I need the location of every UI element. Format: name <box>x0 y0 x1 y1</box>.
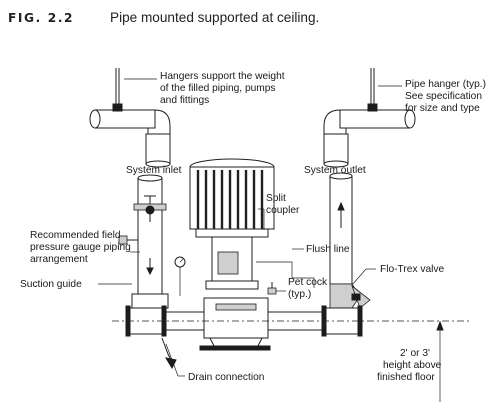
height-label-line-1: 2' or 3' <box>400 348 430 359</box>
pump-motor <box>189 158 275 290</box>
height-label-line-3: finished floor <box>377 372 435 383</box>
flo-trex-valve-label: Flo-Trex valve <box>380 264 444 275</box>
hangers-label-line-3: and fittings <box>160 95 209 106</box>
drain <box>161 337 177 370</box>
main-line <box>112 297 470 351</box>
height-label-line-2: height above <box>383 360 442 371</box>
drain-connection-label: Drain connection <box>188 372 264 383</box>
pipe-hanger-label-line-1: Pipe hanger (typ.) <box>405 79 486 90</box>
leader-lines <box>98 78 444 402</box>
inlet-piping <box>118 174 169 309</box>
outlet-piping <box>329 172 371 309</box>
pipe-hanger-label-line-2: See specification <box>405 91 482 102</box>
flush-line-label: Flush line <box>306 244 350 255</box>
split-coupler-label-line-1: Split <box>266 193 286 204</box>
callout-labels: Hangers support the weight of the filled… <box>20 71 486 383</box>
split-coupler-label-line-2: coupler <box>266 205 300 216</box>
hangers-label-line-2: of the filled piping, pumps <box>160 83 276 94</box>
left-ceiling-pipe <box>89 68 171 168</box>
suction-guide-label: Suction guide <box>20 279 82 290</box>
figure-label: FIG. 2.2 <box>8 11 74 25</box>
figure-title: Pipe mounted supported at ceiling. <box>110 10 319 25</box>
pipe-hanger-label-line-3: for size and type <box>405 103 480 114</box>
system-inlet-label: System inlet <box>126 165 182 176</box>
system-outlet-label: System outlet <box>304 165 366 176</box>
flush-line <box>174 256 315 296</box>
pet-cock-label-line-1: Pet cock <box>288 277 328 288</box>
gauge-label-line-1: Recommended field <box>30 230 121 241</box>
gauge-label-line-2: pressure gauge piping <box>30 242 131 253</box>
gauge-label-line-3: arrangement <box>30 254 88 265</box>
hangers-label-line-1: Hangers support the weight <box>160 71 285 82</box>
right-ceiling-pipe <box>323 68 416 168</box>
pet-cock-label-line-2: (typ.) <box>288 289 311 300</box>
